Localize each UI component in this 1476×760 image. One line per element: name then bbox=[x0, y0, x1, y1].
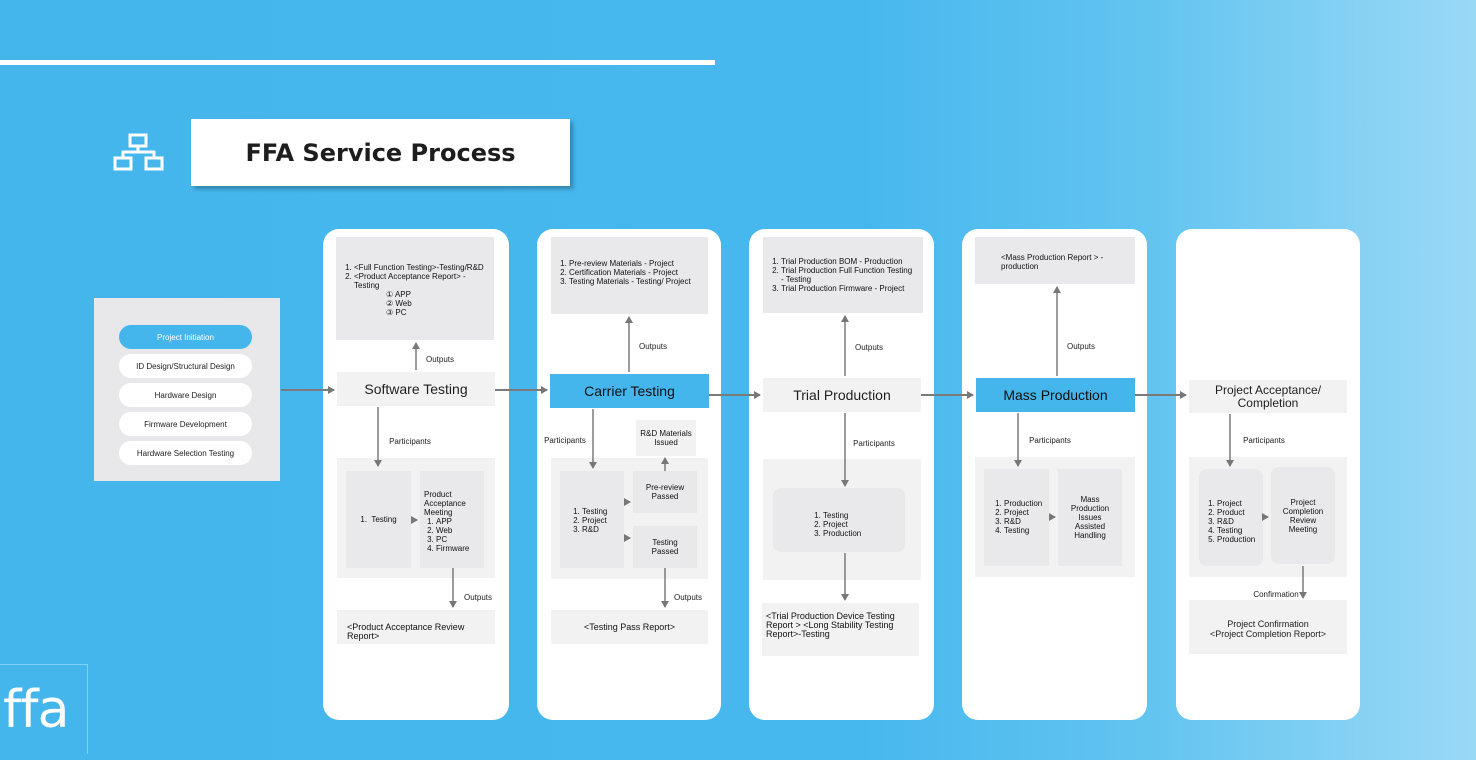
confirmation-label: Confirmation bbox=[1253, 590, 1299, 599]
pre-stage-panel: Project Initiation ID Design/Structural … bbox=[94, 298, 280, 481]
pill-hardware-design: Hardware Design bbox=[119, 383, 252, 407]
platform-item: ② Web bbox=[386, 299, 412, 308]
outputs-label: Outputs bbox=[463, 593, 492, 602]
pre-review-passed-box: Pre-review Passed bbox=[633, 471, 697, 513]
output-item: <Full Function Testing>-Testing/R&D bbox=[354, 263, 488, 272]
participant-item: Project bbox=[1217, 499, 1263, 508]
platform-item: ① APP bbox=[386, 290, 411, 299]
confirmation-box: Project Confirmation <Project Completion… bbox=[1189, 600, 1347, 654]
carrier-report-box: <Testing Pass Report> bbox=[551, 610, 708, 644]
output-item: Trial Production BOM - Production bbox=[781, 257, 917, 266]
output-item: <Product Acceptance Report> - Testing bbox=[354, 272, 488, 290]
participant-item: Testing bbox=[1217, 526, 1263, 535]
output-item: Trial Production Firmware - Project bbox=[781, 284, 917, 293]
software-participants-box: 1. Testing bbox=[346, 471, 411, 568]
participant-item: Project bbox=[823, 520, 905, 529]
stage-title-mass-production: Mass Production bbox=[976, 378, 1135, 412]
pill-hardware-selection-testing: Hardware Selection Testing bbox=[119, 441, 252, 465]
testing-passed-box: Testing Passed bbox=[633, 526, 697, 568]
stage-title-software-testing: Software Testing bbox=[337, 372, 495, 406]
stage-title-trial-production: Trial Production bbox=[763, 378, 921, 412]
mass-issues-box: Mass Production Issues Assisted Handling bbox=[1058, 469, 1122, 566]
carrier-outputs-box: Pre-review Materials - Project Certifica… bbox=[551, 237, 708, 314]
stage-title-carrier-testing: Carrier Testing bbox=[550, 374, 709, 408]
participants-label: Participants bbox=[389, 437, 431, 446]
confirmation-line: <Project Completion Report> bbox=[1209, 629, 1327, 639]
pill-project-initiation: Project Initiation bbox=[119, 325, 252, 349]
participants-label: Participants bbox=[853, 439, 895, 448]
output-item: Pre-review Materials - Project bbox=[569, 259, 702, 268]
output-item: Certification Materials - Project bbox=[569, 268, 702, 277]
product-acceptance-meeting-box: Product Acceptance Meeting APP Web PC Fi… bbox=[420, 471, 484, 568]
pill-id-design: ID Design/Structural Design bbox=[119, 354, 252, 378]
meeting-title: Product Acceptance Meeting bbox=[424, 490, 466, 517]
ffa-logo: ffa bbox=[0, 664, 88, 754]
outputs-label: Outputs bbox=[1066, 342, 1095, 351]
participant-item: Production bbox=[823, 529, 905, 538]
participant-item: Product bbox=[1217, 508, 1263, 517]
software-outputs-box: <Full Function Testing>-Testing/R&D <Pro… bbox=[336, 237, 494, 340]
stage-title-project-acceptance: Project Acceptance/ Completion bbox=[1189, 380, 1347, 413]
mass-participants-box: Production Project R&D Testing bbox=[984, 469, 1049, 566]
outputs-label: Outputs bbox=[638, 342, 667, 351]
outputs-label: Outputs bbox=[854, 343, 883, 352]
mass-outputs-box: <Mass Production Report > - production bbox=[975, 237, 1135, 284]
outputs-label: Outputs bbox=[673, 593, 702, 602]
completion-review-meeting-box: Project Completion Review Meeting bbox=[1271, 467, 1335, 564]
network-structure-icon bbox=[113, 133, 164, 171]
participant-item: Testing bbox=[582, 507, 624, 516]
participant-item: Project bbox=[1004, 508, 1049, 517]
carrier-participants-box: Testing Project R&D bbox=[560, 471, 624, 568]
participant-item: Project bbox=[582, 516, 624, 525]
trial-report-box: <Trial Production Device Testing Report … bbox=[762, 603, 919, 656]
participant-item: Testing bbox=[1004, 526, 1049, 535]
meeting-item: Web bbox=[436, 526, 484, 535]
participant-item: R&D bbox=[1004, 517, 1049, 526]
participants-label: Participants bbox=[1029, 436, 1071, 445]
trial-participants-box: Testing Project Production bbox=[773, 488, 905, 552]
platform-item: ③ PC bbox=[386, 308, 407, 317]
top-divider-line bbox=[0, 60, 715, 65]
output-item: Trial Production Full Function Testing -… bbox=[781, 266, 917, 284]
participant-item: R&D bbox=[582, 525, 624, 534]
rd-materials-issued-box: R&D Materials Issued bbox=[636, 420, 696, 456]
participant-item: Production bbox=[1217, 535, 1263, 544]
meeting-item: PC bbox=[436, 535, 484, 544]
meeting-item: APP bbox=[436, 517, 484, 526]
acceptance-participants-box: Project Product R&D Testing Production bbox=[1199, 469, 1263, 566]
meeting-item: Firmware bbox=[436, 544, 484, 553]
trial-outputs-box: Trial Production BOM - Production Trial … bbox=[763, 237, 923, 313]
output-item: Testing Materials - Testing/ Project bbox=[569, 277, 702, 286]
title-box: FFA Service Process bbox=[191, 119, 570, 186]
participant-item: R&D bbox=[1217, 517, 1263, 526]
outputs-label: Outputs bbox=[425, 355, 454, 364]
participant-item: Production bbox=[1004, 499, 1049, 508]
page-title: FFA Service Process bbox=[245, 138, 516, 167]
participants-label: Participants bbox=[544, 436, 586, 445]
pill-firmware-development: Firmware Development bbox=[119, 412, 252, 436]
participant-item: Testing bbox=[823, 511, 905, 520]
confirmation-line: Project Confirmation bbox=[1227, 619, 1309, 629]
software-report-box: <Product Acceptance Review Report> bbox=[337, 610, 495, 644]
participant-item: Testing bbox=[371, 515, 397, 524]
participants-label: Participants bbox=[1243, 436, 1285, 445]
